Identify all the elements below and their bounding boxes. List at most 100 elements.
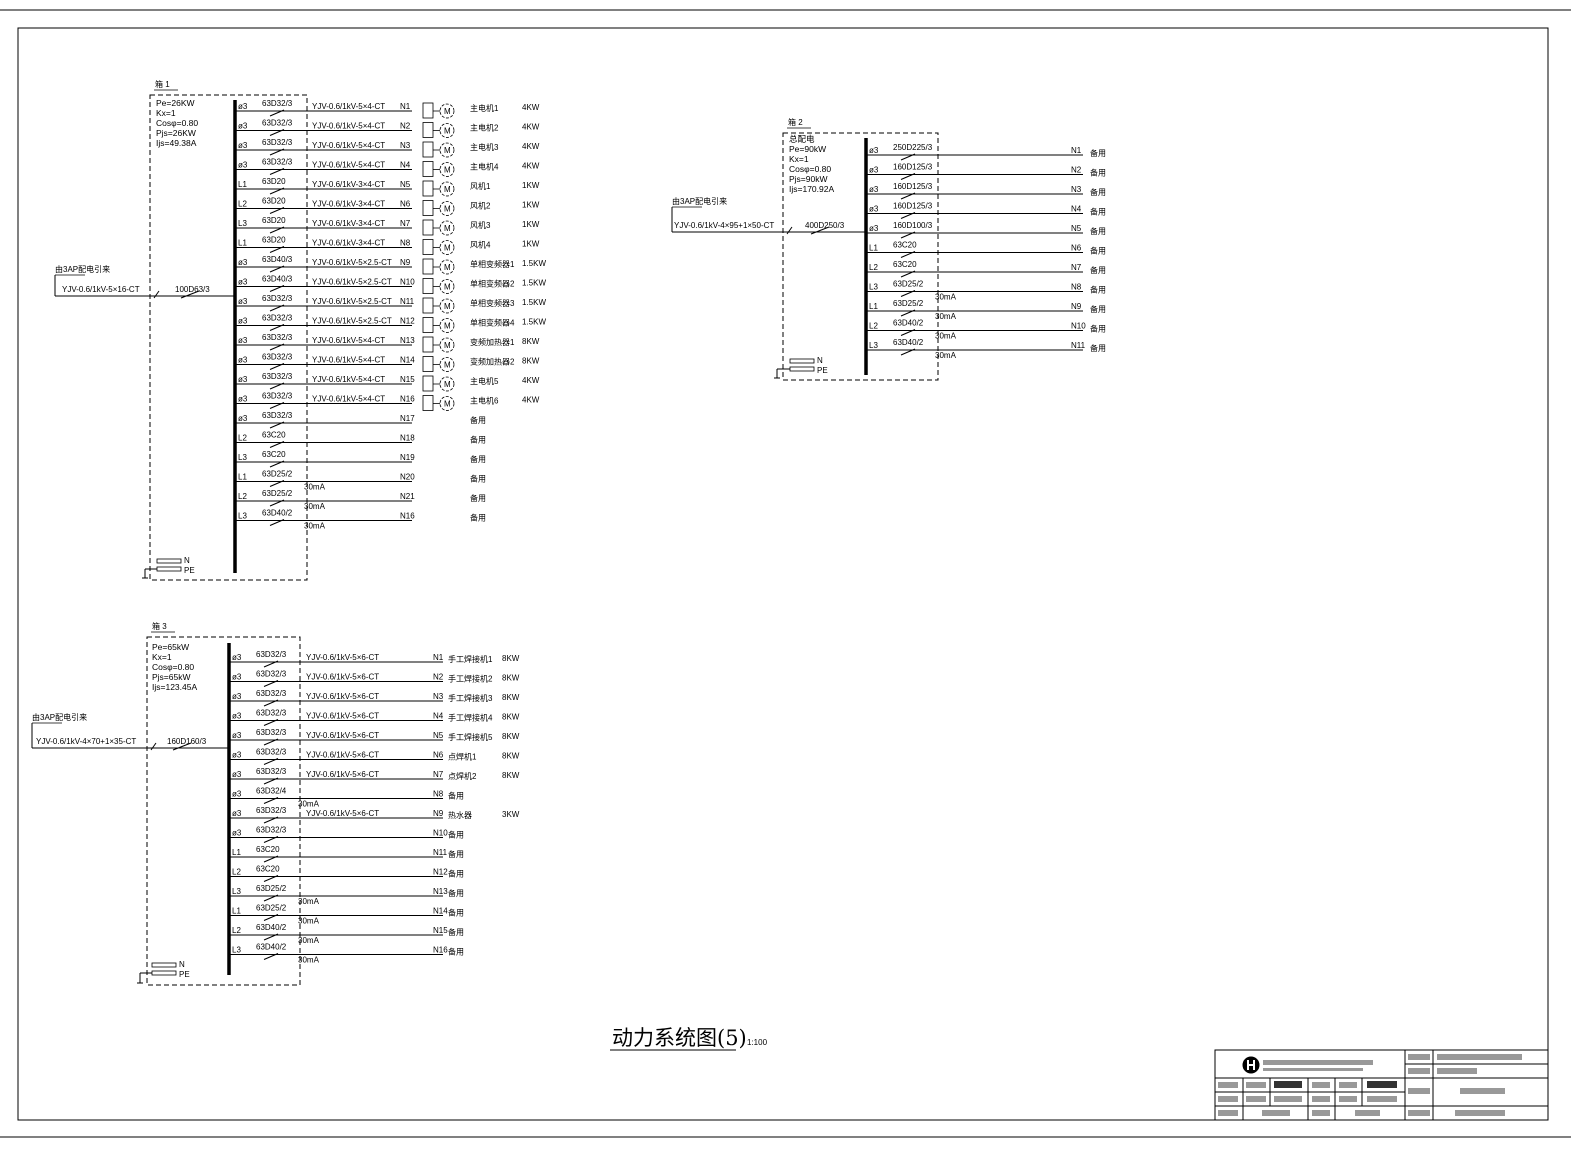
circuit-number: N2	[433, 673, 444, 682]
cable-spec: YJV-0.6/1kV-5×4-CT	[312, 161, 385, 170]
load-power: 1.5KW	[522, 318, 546, 327]
incoming-breaker-symbol	[810, 226, 830, 235]
phase-label: L1	[238, 180, 247, 189]
load-name: 备用	[1090, 187, 1106, 197]
load-name: 主电机2	[470, 123, 499, 133]
earth-label: PE	[817, 366, 828, 375]
motor-symbol-letter: M	[444, 380, 451, 389]
breaker-symbol	[900, 290, 916, 297]
phase-label: ø3	[238, 336, 248, 345]
circuit-number: N6	[433, 751, 444, 760]
circuit-number: N7	[433, 770, 444, 779]
phase-label: ø3	[232, 653, 242, 662]
breaker-rating: 63D32/3	[256, 670, 287, 679]
breaker-rating: 63D20	[262, 216, 286, 225]
motor-symbol-letter: M	[444, 224, 451, 233]
circuit-number: N2	[400, 122, 411, 131]
breaker-rating: 160D100/3	[893, 221, 933, 230]
phase-label: ø3	[232, 790, 242, 799]
load-name: 备用	[1090, 226, 1106, 236]
panel-tag: 箱 3	[152, 621, 167, 631]
load-power: 8KW	[522, 357, 540, 366]
phase-label: L2	[869, 322, 878, 331]
breaker-symbol	[263, 836, 279, 843]
breaker-symbol	[269, 441, 285, 448]
panel-load-parameter: Pe=26KW	[156, 98, 195, 108]
contactor-icon	[422, 102, 434, 119]
load-name: 变频加热器1	[470, 337, 515, 347]
breaker-rating: 63C20	[262, 450, 286, 459]
motor-symbol-letter: M	[444, 146, 451, 155]
rcd-rating: 30mA	[935, 293, 957, 302]
load-name: 主电机1	[470, 103, 499, 113]
circuit-number: N8	[400, 239, 411, 248]
load-power: 8KW	[502, 693, 520, 702]
phase-label: ø3	[232, 770, 242, 779]
circuit-number: N10	[433, 829, 448, 838]
motor-symbol-letter: M	[444, 244, 451, 253]
circuit-number: N8	[433, 790, 444, 799]
panel-load-parameter: Cosφ=0.80	[789, 164, 831, 174]
breaker-rating: 63D40/2	[256, 923, 287, 932]
phase-label: ø3	[238, 375, 248, 384]
circuit-number: N21	[400, 492, 415, 501]
breaker-rating: 63D25/2	[256, 904, 287, 913]
load-power: 4KW	[522, 396, 540, 405]
circuit-number: N16	[400, 512, 415, 521]
load-power: 8KW	[502, 674, 520, 683]
phase-label: ø3	[232, 751, 242, 760]
circuit-number: N19	[400, 453, 415, 462]
circuit-number: N16	[400, 395, 415, 404]
circuit-number: N18	[400, 434, 415, 443]
motor-symbol-letter: M	[444, 263, 451, 272]
cable-spec: YJV-0.6/1kV-5×6-CT	[306, 731, 379, 740]
circuit-number: N14	[433, 907, 448, 916]
load-name: 备用	[1090, 285, 1106, 295]
cable-spec: YJV-0.6/1kV-5×2.5-CT	[312, 317, 392, 326]
load-name: 热水器	[448, 810, 472, 820]
drawing-scale: 1:100	[747, 1038, 768, 1047]
load-name: 备用	[1090, 343, 1106, 353]
cable-spec: YJV-0.6/1kV-5×6-CT	[306, 751, 379, 760]
circuit-number: N17	[400, 414, 415, 423]
load-name: 风机4	[470, 240, 491, 250]
feeder-source-label: 由3AP配电引来	[672, 196, 727, 206]
breaker-symbol	[263, 719, 279, 726]
panel-load-parameter: Pjs=90kW	[789, 174, 828, 184]
phase-label: L1	[869, 302, 878, 311]
circuit-number: N10	[400, 278, 415, 287]
cable-spec: YJV-0.6/1kV-5×2.5-CT	[312, 258, 392, 267]
circuit-number: N3	[433, 692, 444, 701]
phase-label: ø3	[238, 141, 248, 150]
load-name: 风机2	[470, 201, 491, 211]
drawing-frame	[17, 27, 1549, 1121]
neutral-label: N	[184, 556, 190, 565]
circuit-number: N6	[1071, 244, 1082, 253]
breaker-rating: 63D32/3	[262, 99, 293, 108]
load-power: 1.5KW	[522, 298, 546, 307]
breaker-symbol	[269, 285, 285, 292]
breaker-rating: 63C20	[256, 865, 280, 874]
phase-label: ø3	[869, 166, 879, 175]
load-power: 8KW	[502, 771, 520, 780]
motor-icon	[439, 259, 455, 275]
contactor-icon	[422, 317, 434, 333]
load-name: 变频加热器2	[470, 357, 515, 367]
contactor-icon	[422, 336, 434, 353]
neutral-bar	[156, 558, 182, 564]
load-power: 1KW	[522, 220, 540, 229]
load-name: 备用	[1090, 265, 1106, 275]
circuit-number: N9	[400, 258, 411, 267]
contactor-icon	[422, 356, 434, 372]
